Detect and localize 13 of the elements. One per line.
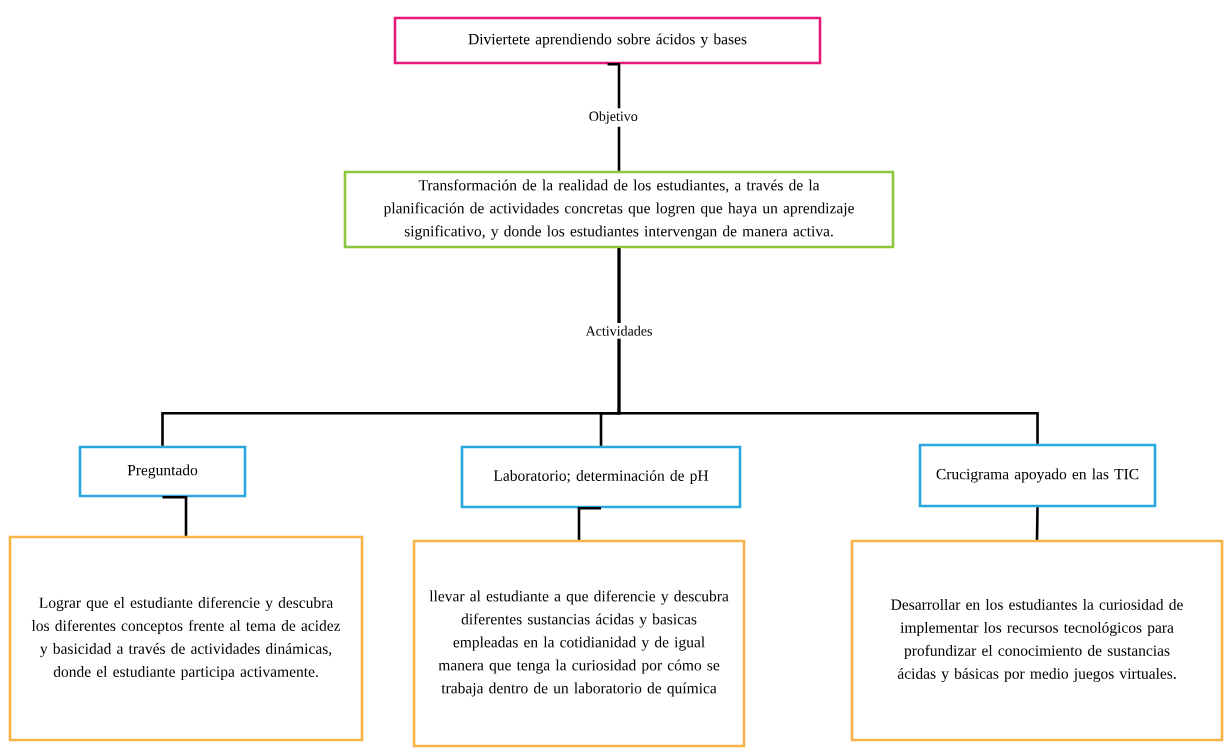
title-box: Diviertete aprendiendo sobre ácidos y bases (393, 16, 822, 65)
activity-box: Laboratorio; determinación de pH (460, 445, 742, 509)
connector-line (1035, 507, 1039, 540)
description-box: Desarrollar en los estudiantes la curiosidad de implementar los recursos tecnológicos para profundizar el conocimiento de sustancias ácidas y básicas por medio juegos virtuales. (850, 539, 1224, 742)
description-box: Lograr que el estudiante diferencie y descubra los diferentes conceptos frente al tema de acidez y basicidad a través de actividades dinámicas, donde el estudiante participa activamente. (8, 535, 364, 742)
activity-box: Preguntado (78, 445, 247, 498)
edge-label: Objetivo (585, 108, 641, 127)
connector-line (162, 496, 188, 536)
connector-line (577, 507, 601, 540)
description-box: llevar al estudiante a que diferencie y descubra diferentes sustancias ácidas y basicas empleadas en la cotidianidad y de igual manera que tenga la curiosidad por cómo se trabaja dentro de un laboratorio de química (412, 539, 746, 748)
objective-box: Transformación de la realidad de los estudiantes, a través de la planificación de actividades concretas que logren que haya un aprendizaje significativo, y donde los estudiantes intervengan de manera activa. (343, 170, 895, 249)
activity-box: Crucigrama apoyado en las TIC (918, 443, 1157, 508)
connector-line (617, 248, 1039, 444)
